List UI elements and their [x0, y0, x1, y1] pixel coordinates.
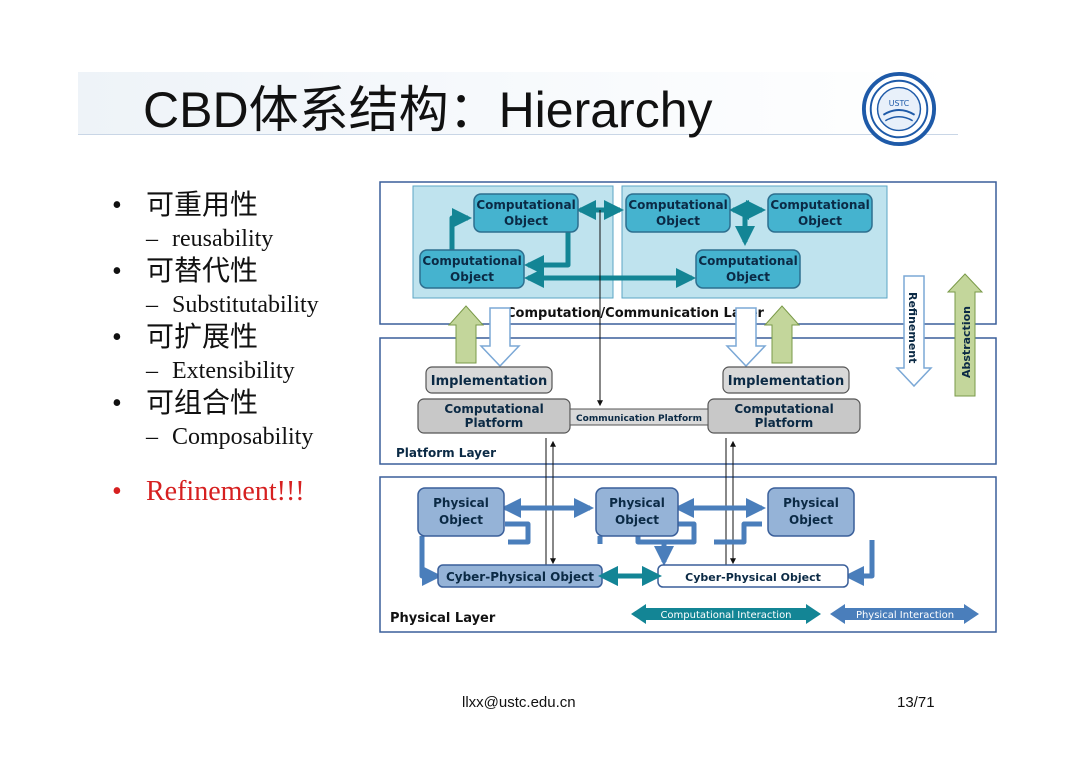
- sub-bullet-label: Extensibility: [172, 358, 295, 384]
- bullet-dot: •: [112, 388, 122, 419]
- sub-bullet-label: Substitutability: [172, 292, 319, 318]
- sub-bullet-item: –Extensibility: [112, 356, 372, 386]
- bullet-dot: •: [112, 322, 122, 353]
- sub-bullet-item: –Substitutability: [112, 290, 372, 320]
- sub-bullet-item: –reusability: [112, 224, 372, 254]
- bullet-item: • 可替代性: [112, 254, 372, 290]
- bullet-label: 可扩展性: [146, 322, 259, 353]
- refinement-label: Refinement: [906, 292, 919, 363]
- computational-object: Computational Object: [695, 249, 801, 289]
- cyber-physical-object-label: Cyber-Physical Object: [446, 570, 594, 584]
- refinement-arrow: [725, 307, 767, 368]
- physical-object-label: Object: [439, 513, 483, 527]
- sub-bullet-item: –Composability: [112, 422, 372, 452]
- implementation-label: Implementation: [431, 374, 547, 389]
- cyber-physical-object: Cyber-Physical Object: [437, 564, 603, 588]
- abstraction-arrow: [447, 305, 485, 364]
- physical-object-label: Object: [789, 513, 833, 527]
- computational-object-label: Computational: [628, 198, 727, 212]
- platform-label: Platform: [755, 416, 814, 430]
- bullet-item: • 可重用性: [112, 188, 372, 224]
- bullet-dash: –: [146, 292, 158, 318]
- sub-bullet-label: reusability: [172, 226, 274, 252]
- abstraction-arrow: [763, 305, 801, 364]
- bullet-item: • 可组合性: [112, 386, 372, 422]
- computational-object: Computational Object: [767, 193, 873, 233]
- bullet-label: Refinement!!!: [146, 476, 305, 507]
- physical-layer-label: Physical Layer: [390, 611, 496, 626]
- bullet-label: 可重用性: [146, 190, 259, 221]
- physical-object-label: Physical: [609, 496, 665, 510]
- physical-object: Physical Object: [417, 487, 505, 537]
- bullet-dash: –: [146, 226, 158, 252]
- computational-interaction-label: Computational Interaction: [660, 610, 791, 621]
- computational-object-label: Object: [726, 270, 770, 284]
- refinement-arrow: [479, 307, 521, 368]
- footer-email: llxx@ustc.edu.cn: [462, 694, 576, 711]
- computational-object: Computational Object: [473, 193, 579, 233]
- bullet-item: • 可扩展性: [112, 320, 372, 356]
- computational-platform: Computational Platform: [417, 398, 571, 434]
- platform-label: Computational: [734, 402, 833, 416]
- logo-text: USTC: [889, 99, 910, 108]
- page-number: 13/71: [897, 694, 935, 711]
- cyber-physical-object: Cyber-Physical Object: [657, 564, 849, 588]
- hierarchy-diagram: Computational Object Computational Objec…: [379, 181, 997, 633]
- bullet-dash: –: [146, 358, 158, 384]
- bullet-label: 可组合性: [146, 388, 259, 419]
- computational-object: Computational Object: [419, 249, 525, 289]
- physical-object-label: Object: [615, 513, 659, 527]
- implementation-box: Implementation: [425, 366, 553, 394]
- sub-bullet-label: Composability: [172, 424, 314, 450]
- ustc-logo: USTC: [861, 71, 937, 147]
- computational-platform: Computational Platform: [707, 398, 861, 434]
- abstraction-label: Abstraction: [960, 306, 973, 378]
- computational-object-label: Computational: [770, 198, 869, 212]
- refinement-legend: Refinement: [895, 275, 933, 388]
- computational-object-label: Object: [798, 214, 842, 228]
- bullet-dot: •: [112, 476, 122, 507]
- computation-layer-label: Computation/Communication Layer: [506, 306, 765, 321]
- bullet-dot: •: [112, 256, 122, 287]
- title-band: [78, 72, 958, 135]
- bullet-list: •可重用性 –reusability •可替代性 –Substitutabili…: [112, 188, 372, 510]
- physical-object: Physical Object: [595, 487, 679, 537]
- implementation-label: Implementation: [728, 374, 844, 389]
- bullet-label: 可替代性: [146, 256, 259, 287]
- communication-platform: Communication Platform: [569, 408, 709, 426]
- bullet-dash: –: [146, 424, 158, 450]
- physical-object-label: Physical: [783, 496, 839, 510]
- platform-layer-label: Platform Layer: [396, 446, 496, 460]
- communication-platform-label: Communication Platform: [576, 414, 702, 424]
- computational-object-label: Computational: [698, 254, 797, 268]
- abstraction-legend: Abstraction: [946, 273, 984, 397]
- computational-object-label: Computational: [422, 254, 521, 268]
- bullet-dot: •: [112, 190, 122, 221]
- slide-title: CBD体系结构：Hierarchy: [143, 82, 713, 138]
- computational-object-label: Object: [450, 270, 494, 284]
- computational-object-label: Computational: [476, 198, 575, 212]
- computational-interaction-legend: Computational Interaction: [631, 604, 821, 624]
- cyber-physical-object-label: Cyber-Physical Object: [685, 571, 821, 584]
- implementation-box: Implementation: [722, 366, 850, 394]
- computational-object: Computational Object: [625, 193, 731, 233]
- physical-interaction-legend: Physical Interaction: [830, 604, 979, 624]
- computational-object-label: Object: [504, 214, 548, 228]
- platform-label: Platform: [465, 416, 524, 430]
- computational-object-label: Object: [656, 214, 700, 228]
- physical-object: Physical Object: [767, 487, 855, 537]
- physical-interaction-label: Physical Interaction: [856, 610, 954, 621]
- physical-object-label: Physical: [433, 496, 489, 510]
- platform-label: Computational: [444, 402, 543, 416]
- bullet-item-refinement: • Refinement!!!: [112, 474, 372, 510]
